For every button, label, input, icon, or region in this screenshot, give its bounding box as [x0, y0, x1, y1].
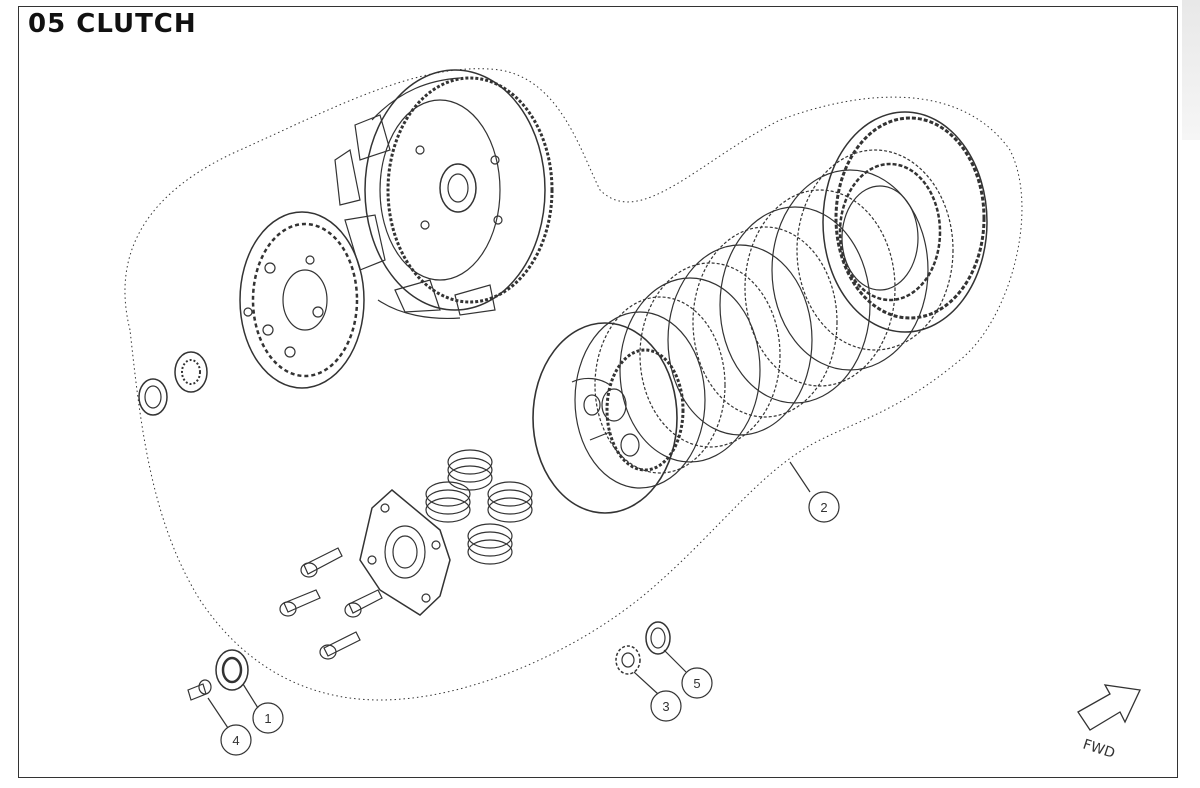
clutch-housing-icon [334, 69, 554, 319]
spring-retainer-plate-icon [359, 489, 451, 616]
diagram-frame [18, 6, 1178, 778]
leader-line-2 [789, 461, 811, 493]
nut-icon [615, 645, 641, 675]
clutch-spring-icon [467, 523, 513, 565]
page-title: 05 CLUTCH [28, 9, 197, 39]
bolt-icon [300, 547, 343, 578]
leader-line-5 [663, 649, 687, 673]
callout-circle-2 [808, 491, 840, 523]
page-edge-shadow [1182, 0, 1200, 140]
callout-circle-5 [681, 667, 713, 699]
primary-gear-disc-icon [239, 211, 365, 389]
bearing-icon [215, 649, 249, 691]
clutch-spring-icon [487, 481, 533, 523]
fwd-label: FWD [1081, 737, 1117, 762]
clutch-spring-icon [447, 449, 493, 491]
circlip-icon [138, 378, 168, 416]
leader-line-3 [633, 671, 659, 695]
callout-circle-4 [220, 724, 252, 756]
callout-label-5: 5 [693, 676, 700, 691]
callout-label-3: 3 [662, 699, 669, 714]
assembly-outline [124, 68, 1023, 701]
pressure-plate-icon [532, 322, 685, 514]
bolt-icon [344, 589, 383, 618]
clutch-spring-icon [425, 481, 471, 523]
washer-icon [645, 621, 671, 655]
callout-label-1: 1 [264, 711, 271, 726]
callout-circle-3 [650, 690, 682, 722]
callout-label-2: 2 [820, 500, 827, 515]
leader-line-1 [242, 683, 259, 709]
callout-label-4: 4 [232, 733, 239, 748]
bolt-icon [319, 631, 361, 660]
shaft-pin-icon [187, 679, 212, 701]
arrow-icon [1077, 684, 1141, 731]
leader-line-4 [207, 697, 229, 729]
lock-washer-icon [174, 351, 208, 393]
bolt-icon [279, 589, 321, 617]
clutch-plate-stack-icon [574, 111, 988, 489]
callout-circle-1 [252, 702, 284, 734]
